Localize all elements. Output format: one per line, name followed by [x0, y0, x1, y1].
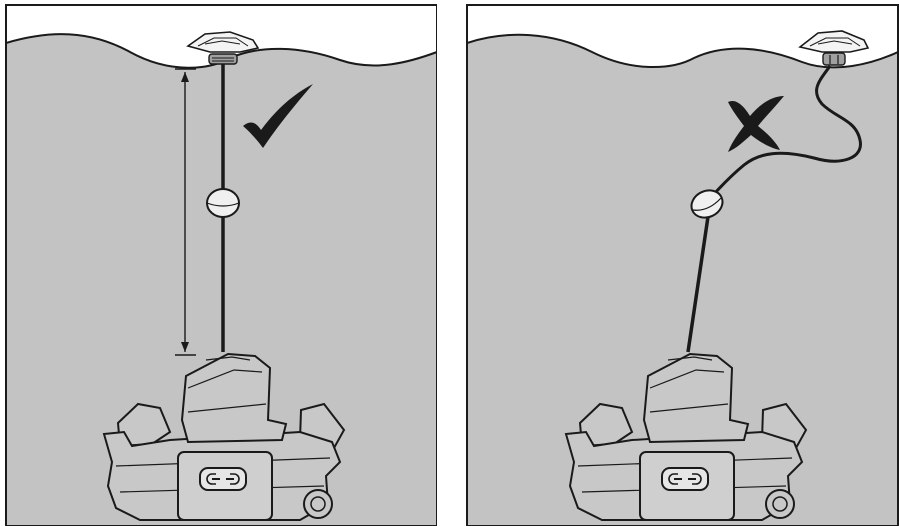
panel-correct: [5, 4, 437, 526]
water-area: [467, 33, 898, 526]
floating-buoy-icon: [690, 189, 724, 219]
tether-cable: [686, 209, 711, 353]
pool-robot-cleaner-icon: [564, 352, 808, 521]
check-mark-icon: [243, 84, 313, 148]
pool-robot-cleaner-icon: [102, 352, 346, 521]
tether-cable: [708, 65, 862, 200]
panel-incorrect: [466, 4, 899, 526]
depth-dimension-line: [175, 68, 196, 356]
x-mark-icon: [728, 96, 784, 152]
floating-buoy-icon: [206, 188, 240, 218]
surface-unit-icon: [798, 30, 870, 66]
